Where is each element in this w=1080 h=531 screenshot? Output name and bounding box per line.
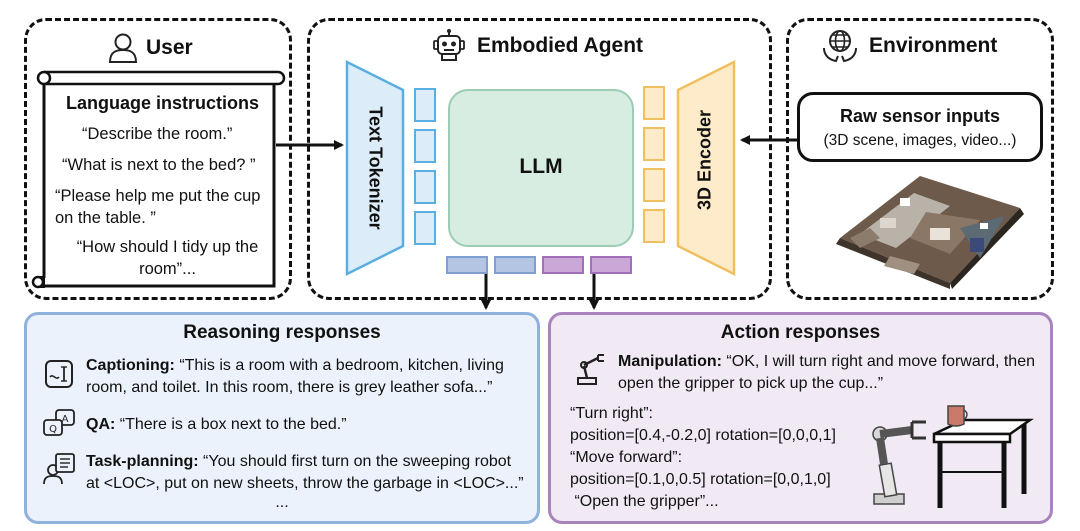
output-token xyxy=(446,256,488,274)
text-tokenizer-block xyxy=(345,59,405,277)
output-token xyxy=(542,256,584,274)
agent-panel xyxy=(307,18,772,300)
raw-sensor-title: Raw sensor inputs xyxy=(839,106,1001,126)
text-token xyxy=(414,129,436,163)
scene-token xyxy=(643,168,665,202)
instruction-1: “Describe the room.” xyxy=(82,125,233,143)
environment-panel xyxy=(786,18,1054,300)
manipulation-response: Manipulation: “OK, I will turn right and… xyxy=(618,351,1038,395)
instructions-title: Language instructions xyxy=(66,93,260,113)
raw-sensor-subtitle: (3D scene, images, video...) xyxy=(823,132,1017,149)
manipulation-text: “OK, I will turn right and move forward,… xyxy=(618,353,1035,392)
action-line-5: “Open the gripper”... xyxy=(570,493,719,510)
action-line-4: position=[0.1,0,0.5] rotation=[0,0,1,0] xyxy=(570,471,831,488)
action-line-3: “Move forward”: xyxy=(570,449,683,466)
qa-text: “There is a box next to the bed.” xyxy=(115,416,347,433)
svg-text:A: A xyxy=(62,414,69,425)
action-title: Action responses xyxy=(720,322,881,343)
agent-title: Embodied Agent xyxy=(477,34,644,57)
reasoning-panel xyxy=(24,312,540,524)
llm-block xyxy=(448,89,634,247)
output-token xyxy=(494,256,536,274)
robot-arm-table-illustration xyxy=(872,405,1034,508)
caption-icon xyxy=(45,360,73,388)
qa-response: QA: “There is a box next to the bed.” xyxy=(86,414,526,436)
3d-encoder-block xyxy=(676,59,736,277)
task-planning-response: Task-planning: “You should first turn on… xyxy=(86,451,526,495)
task-planning-label: Task-planning: xyxy=(86,453,199,470)
captioning-label: Captioning: xyxy=(86,357,175,374)
instructions-scroll xyxy=(31,70,286,289)
globe-hands-icon xyxy=(823,30,857,63)
captioning-response: Captioning: “This is a room with a bedro… xyxy=(86,355,526,399)
robot-arm-icon xyxy=(577,354,604,385)
instruction-2: “What is next to the bed? ” xyxy=(62,156,256,174)
scene-token xyxy=(643,127,665,161)
raw-sensor-box xyxy=(797,92,1043,162)
text-token xyxy=(414,211,436,245)
qa-icon: A Q xyxy=(43,409,75,436)
qa-label: QA: xyxy=(86,416,116,433)
robot-icon xyxy=(433,29,465,61)
action-line-1: “Turn right”: xyxy=(570,405,653,422)
user-icon xyxy=(108,33,138,63)
environment-title: Environment xyxy=(869,34,998,57)
task-planning-icon xyxy=(43,453,75,485)
instruction-3: “Please help me put the cup on the table… xyxy=(55,187,261,227)
scene-token xyxy=(643,86,665,120)
svg-text:Q: Q xyxy=(49,424,57,435)
user-panel xyxy=(24,18,292,300)
text-token xyxy=(414,88,436,122)
3d-scene-image xyxy=(836,176,1024,289)
captioning-text: “This is a room with a bedroom, kitchen,… xyxy=(86,357,504,396)
manipulation-label: Manipulation: xyxy=(618,353,722,370)
instruction-4: “How should I tidy up the room”... xyxy=(76,238,259,278)
reasoning-title: Reasoning responses xyxy=(183,322,381,343)
user-title: User xyxy=(146,36,193,59)
task-planning-text: “You should first turn on the sweeping r… xyxy=(86,453,524,492)
action-line-2: position=[0.4,-0.2,0] rotation=[0,0,0,1] xyxy=(570,427,836,444)
reasoning-ellipsis: ... xyxy=(275,494,289,511)
action-panel xyxy=(548,312,1053,524)
text-token xyxy=(414,170,436,204)
scene-token xyxy=(643,209,665,243)
llm-label: LLM xyxy=(519,155,563,178)
output-token xyxy=(590,256,632,274)
